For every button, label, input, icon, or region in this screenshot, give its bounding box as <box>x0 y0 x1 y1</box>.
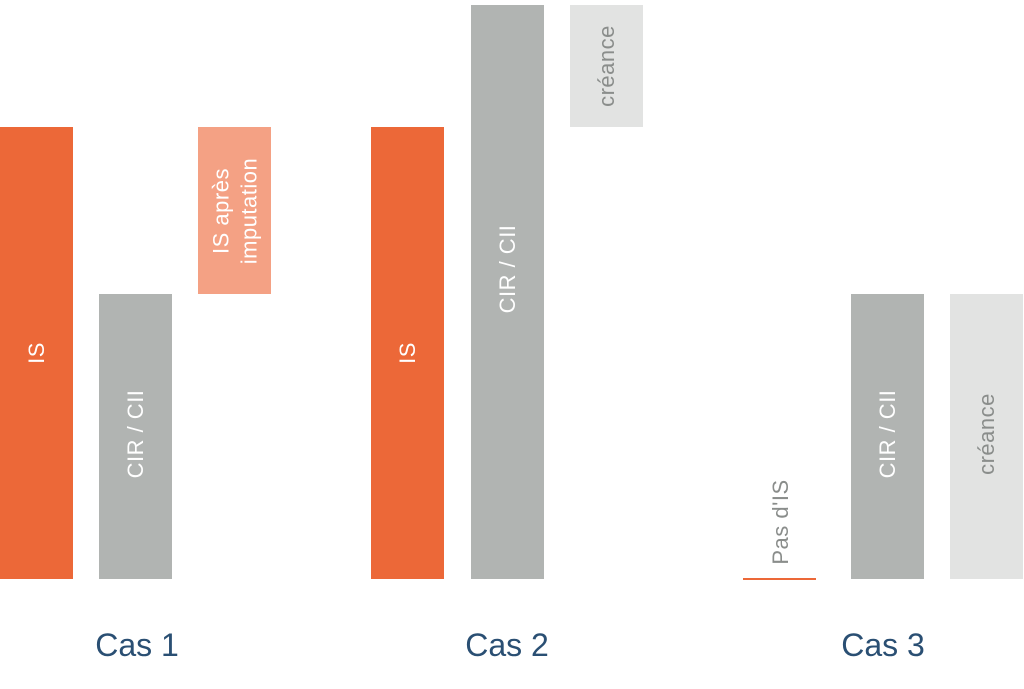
is-after-imputation-bar: IS après imputation <box>198 127 271 295</box>
cir-cii-bar: CIR / CII <box>851 294 924 579</box>
case-1-label: Cas 1 <box>95 627 179 663</box>
cir-cii-bar: CIR / CII <box>471 4 544 579</box>
creance-bar-label: créance <box>593 25 619 107</box>
is-bar: IS <box>0 127 73 579</box>
is-bar-label: IS <box>23 342 49 364</box>
is-bar-label: IS <box>394 342 420 364</box>
cir-cii-bar: CIR / CII <box>99 294 172 579</box>
is-after-imputation-label: IS après imputation <box>208 157 261 264</box>
creance-bar: créance <box>950 294 1023 579</box>
cir-cii-bar-label: CIR / CII <box>122 389 148 479</box>
no-is-line <box>743 578 816 580</box>
case-3-label: Cas 3 <box>841 627 925 663</box>
is-bar: IS <box>371 127 444 579</box>
no-is-label: Pas d'IS <box>767 479 793 565</box>
case-2-label: Cas 2 <box>465 627 549 663</box>
creance-bar: créance <box>570 4 643 127</box>
cir-cii-bar-label: CIR / CII <box>494 224 520 314</box>
creance-bar-label: créance <box>973 392 999 475</box>
cir-cii-bar-label: CIR / CII <box>874 389 900 479</box>
